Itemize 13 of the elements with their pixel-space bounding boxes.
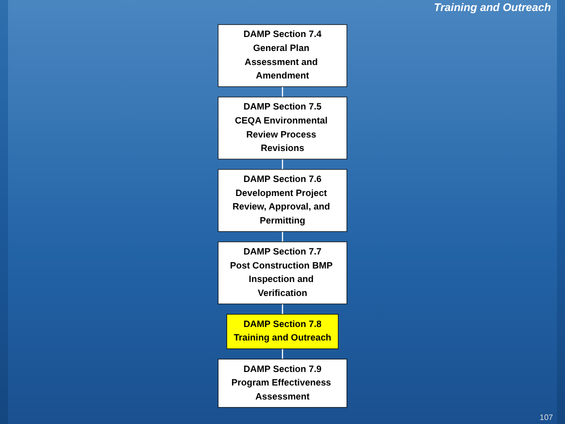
page-number: 107 bbox=[540, 413, 553, 422]
connector bbox=[282, 348, 284, 360]
slide-title: Training and Outreach bbox=[434, 2, 551, 14]
node-box: DAMP Section 7.8 Training and Outreach bbox=[226, 314, 338, 350]
connector bbox=[282, 159, 284, 170]
node-box: DAMP Section 7.5 CEQA Environmental Review Process Revisions bbox=[218, 96, 348, 160]
connector bbox=[282, 304, 284, 314]
node-box: DAMP Section 7.7 Post Construction BMP Inspection and Verification bbox=[218, 242, 348, 304]
node-box: DAMP Section 7.9 Program Effectiveness Assessment bbox=[218, 358, 348, 408]
connector bbox=[282, 86, 284, 98]
node-box: DAMP Section 7.4 General Plan Assessment and Amendment bbox=[218, 24, 348, 87]
node-box: DAMP Section 7.6 Development Project Review, Approval, and Permitting bbox=[218, 169, 348, 232]
connector bbox=[282, 232, 284, 242]
